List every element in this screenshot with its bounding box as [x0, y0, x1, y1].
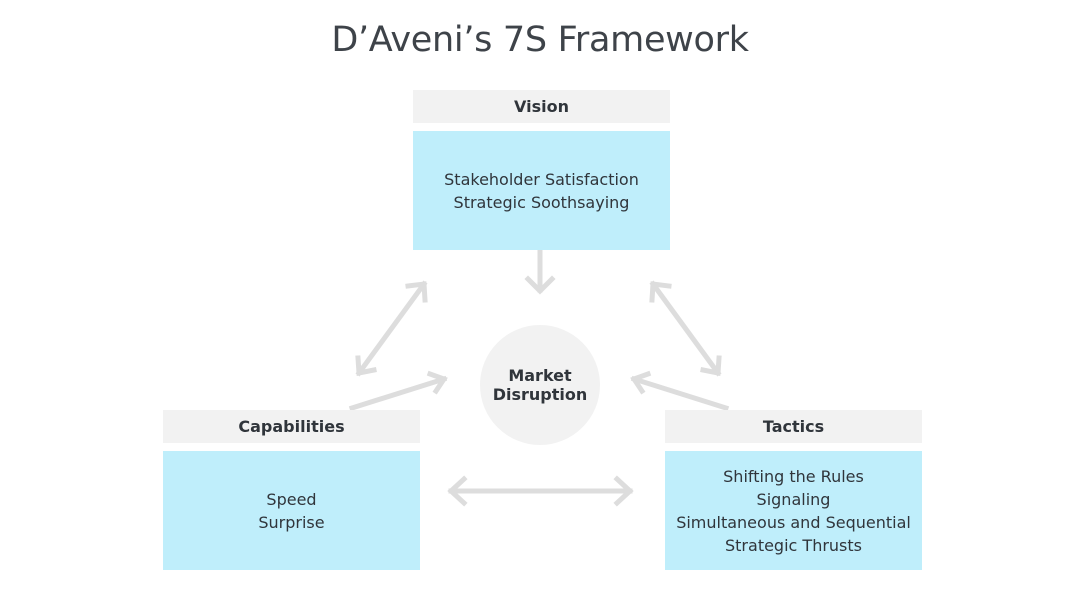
capabilities-item: Surprise — [258, 512, 325, 532]
capabilities-item: Speed — [266, 489, 317, 509]
arrow-vision-to-market — [524, 247, 556, 295]
capabilities-header-label: Capabilities — [238, 417, 345, 436]
arrow-tactics-to-market — [630, 370, 730, 412]
tactics-item: Shifting the Rules — [723, 466, 864, 486]
capabilities-header: Capabilities — [163, 410, 420, 443]
page-title: D’Aveni’s 7S Framework — [331, 20, 749, 60]
tactics-content-box: Shifting the Rules Signaling Simultaneou… — [665, 451, 922, 570]
tactics-item: Signaling — [756, 489, 831, 509]
tactics-item: Strategic Thrusts — [725, 535, 862, 555]
vision-header-label: Vision — [514, 97, 569, 116]
center-label-line1: Market — [508, 366, 572, 385]
market-disruption-node: Market Disruption — [480, 325, 600, 445]
tactics-header-label: Tactics — [762, 417, 825, 436]
arrow-tactics-vision — [649, 280, 722, 377]
vision-item: Strategic Soothsaying — [453, 192, 630, 212]
vision-item: Stakeholder Satisfaction — [444, 169, 639, 189]
arrow-capabilities-to-market — [348, 370, 448, 412]
tactics-item: Simultaneous and Sequential — [676, 512, 911, 532]
tactics-header: Tactics — [665, 410, 922, 443]
capabilities-content-box: Speed Surprise — [163, 451, 420, 570]
vision-content-box: Stakeholder Satisfaction Strategic Sooth… — [413, 131, 670, 250]
vision-header: Vision — [413, 90, 670, 123]
center-label-line2: Disruption — [492, 385, 588, 404]
arrow-capabilities-tactics — [447, 475, 634, 507]
arrow-capabilities-vision — [355, 280, 428, 377]
